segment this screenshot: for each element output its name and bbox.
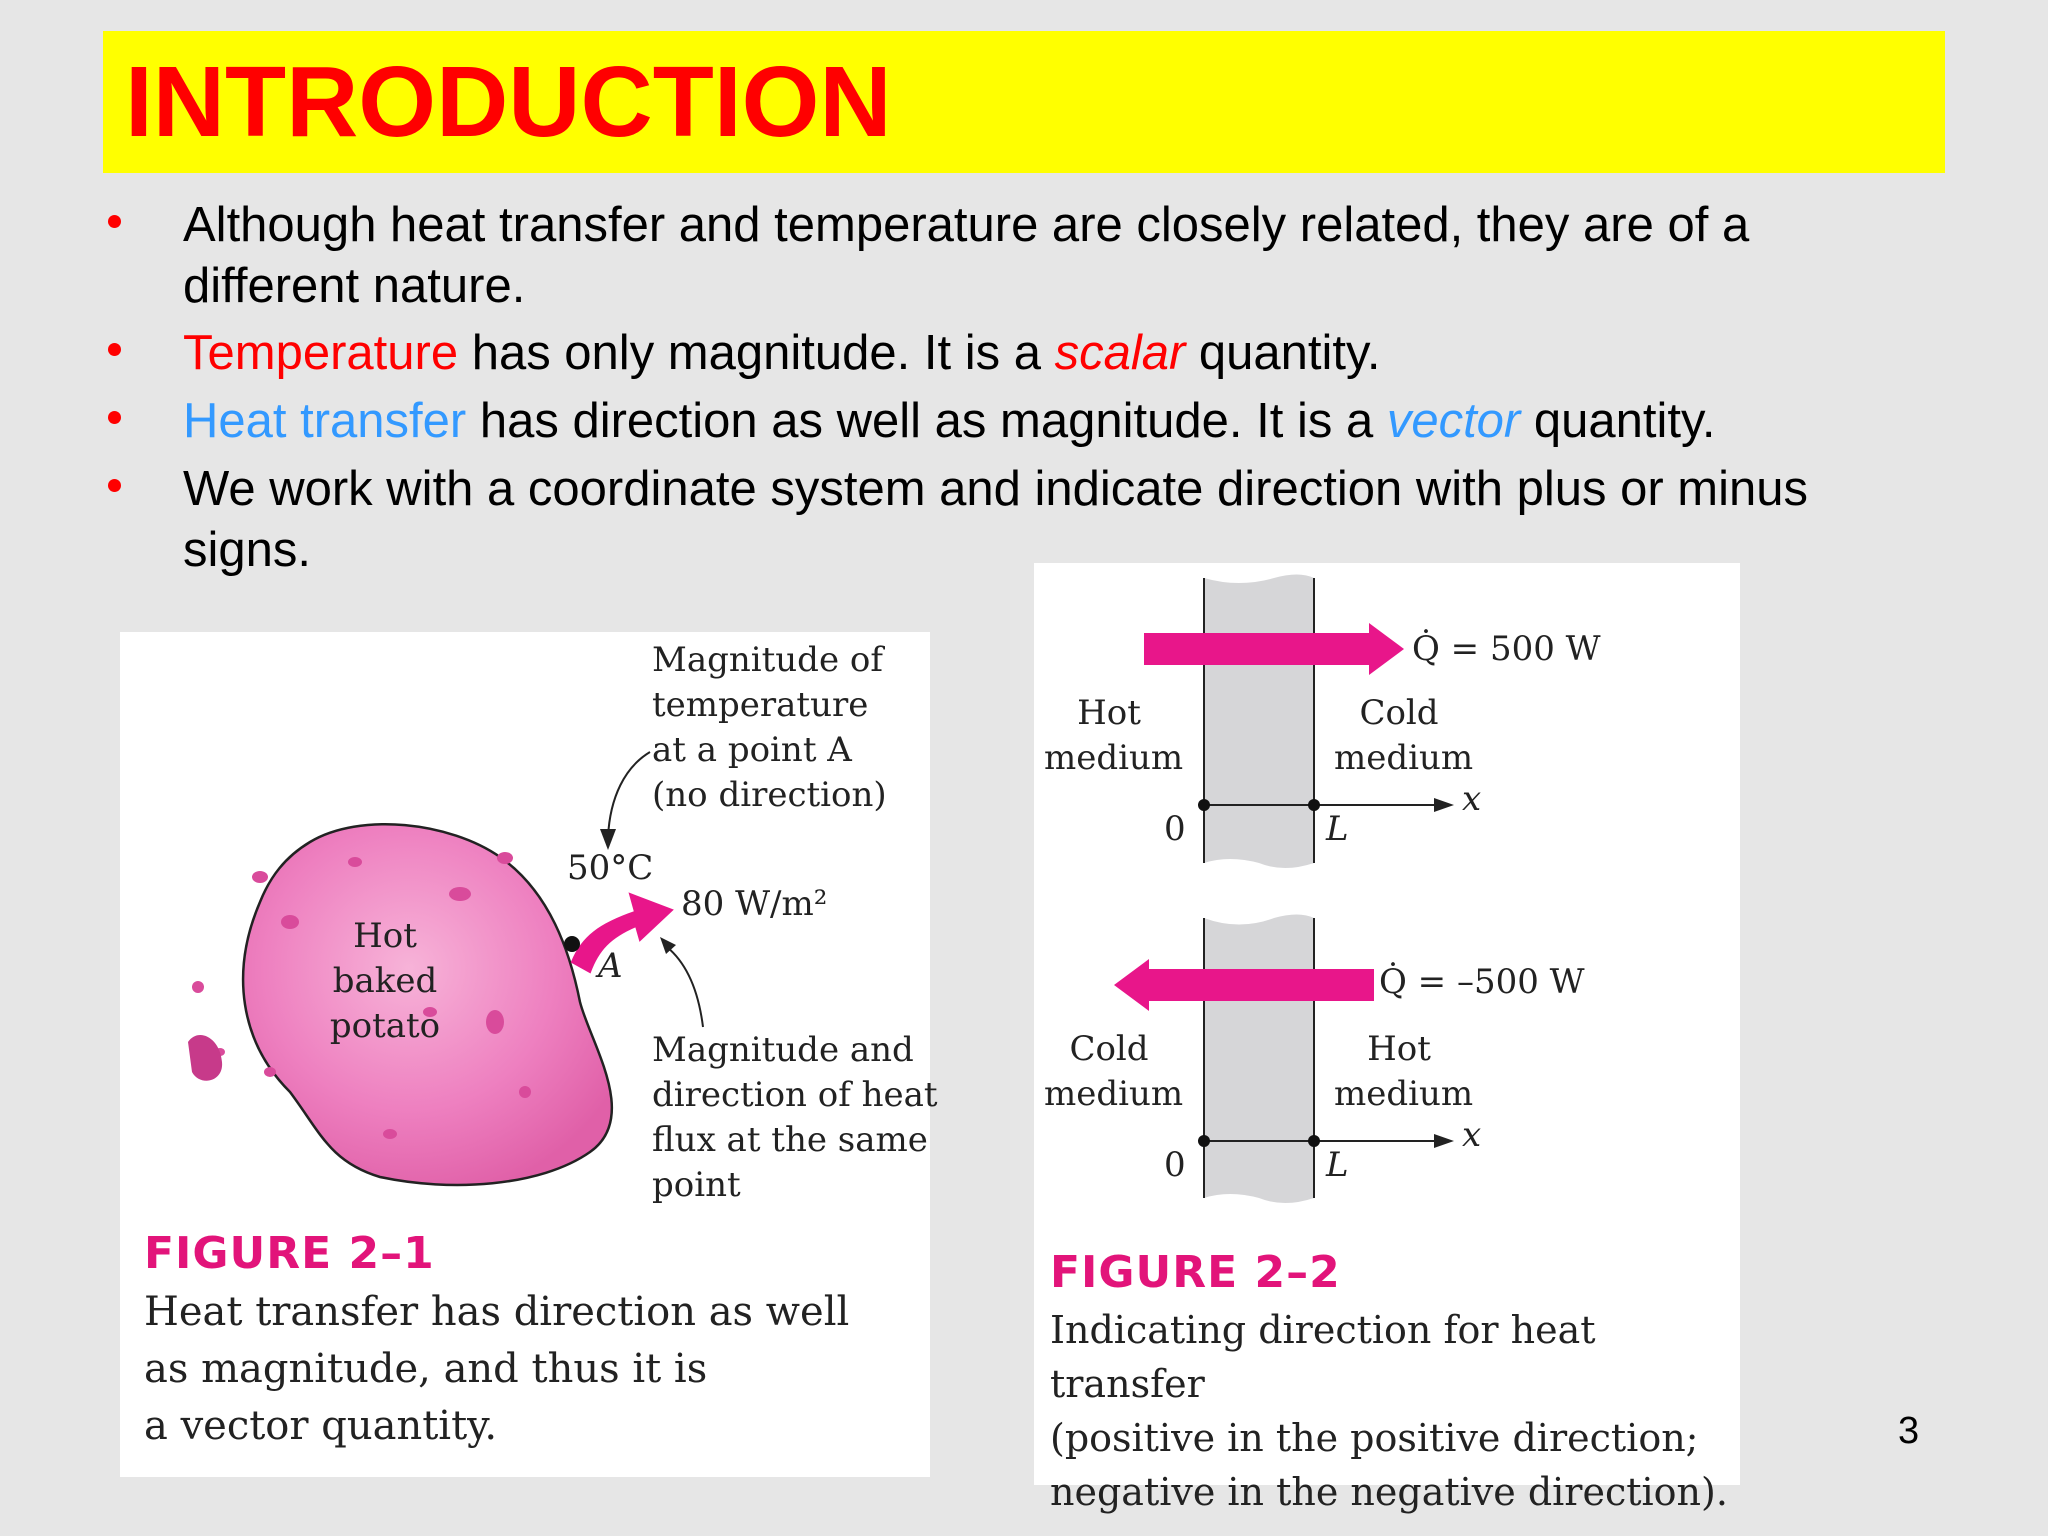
axis-origin-bottom: 0 bbox=[1164, 1145, 1186, 1185]
q-label-bottom: Q̇ = –500 W bbox=[1379, 962, 1585, 1002]
page-title: INTRODUCTION bbox=[125, 46, 892, 158]
heat-flux-arrow bbox=[570, 892, 674, 974]
heat-arrow-bottom-shaft bbox=[1149, 969, 1374, 1001]
temp-callout-arrow bbox=[607, 751, 651, 838]
axis-end-top: L bbox=[1326, 809, 1349, 849]
figure-2-2-caption-text: Indicating direction for heat transfer (… bbox=[1050, 1308, 1728, 1514]
bullet-end: quantity. bbox=[1185, 326, 1381, 380]
bullet-line: signs. bbox=[183, 523, 312, 577]
heat-flux-value: 80 W/m² bbox=[681, 884, 828, 924]
figure-2-1: Hot baked potato Magnitude of temperatur… bbox=[120, 632, 938, 1477]
temp-callout-text: Magnitude of temperature at a point A (n… bbox=[652, 640, 887, 815]
wall-bottom bbox=[1204, 914, 1314, 1203]
point-a bbox=[564, 936, 580, 952]
bullet-middle: has direction as well as magnitude. It i… bbox=[466, 394, 1387, 448]
axis-var-bottom: x bbox=[1462, 1115, 1482, 1155]
q-label-top: Q̇ = 500 W bbox=[1412, 629, 1601, 669]
temperature-value: 50°C bbox=[567, 848, 654, 888]
figure-2-2-caption-title: FIGURE 2–2 bbox=[1050, 1247, 1341, 1298]
title-bar: INTRODUCTION bbox=[103, 31, 1945, 173]
bullet-dot-icon bbox=[108, 215, 121, 228]
emph-vector: vector bbox=[1386, 394, 1521, 448]
potato-bruise bbox=[188, 1034, 223, 1081]
bullet-line: Although heat transfer and temperature a… bbox=[183, 198, 1750, 252]
bullet-text: Temperature has only magnitude. It is a … bbox=[183, 323, 1903, 384]
bullet-middle: has only magnitude. It is a bbox=[458, 326, 1055, 380]
bullet-text: Heat transfer has direction as well as m… bbox=[183, 391, 1903, 452]
bullet-dot-icon bbox=[108, 411, 121, 424]
axis-var-top: x bbox=[1462, 779, 1482, 819]
bullet-text: We work with a coordinate system and ind… bbox=[183, 459, 1903, 581]
figure-2-1-caption-title: FIGURE 2–1 bbox=[144, 1228, 435, 1279]
wall-top bbox=[1204, 574, 1314, 868]
bullet-line: We work with a coordinate system and ind… bbox=[183, 462, 1808, 516]
bullet-dot-icon bbox=[108, 343, 121, 356]
potato-shape bbox=[241, 822, 613, 1187]
emph-scalar: scalar bbox=[1054, 326, 1186, 380]
axis-end-bottom: L bbox=[1326, 1145, 1349, 1185]
term-temperature: Temperature bbox=[183, 326, 459, 380]
figure-2-1-caption-text: Heat transfer has direction as well as m… bbox=[144, 1289, 850, 1449]
flux-callout-text: Magnitude and direction of heat flux at … bbox=[652, 1030, 938, 1205]
potato-label: Hot baked potato bbox=[329, 916, 441, 1046]
bullet-line: different nature. bbox=[183, 259, 526, 313]
heat-arrow-top-shaft bbox=[1144, 633, 1369, 665]
wall-diagram bbox=[1114, 574, 1454, 1203]
point-a-label: A bbox=[598, 946, 623, 986]
term-heat-transfer: Heat transfer bbox=[183, 394, 467, 448]
heat-arrow-top-head bbox=[1369, 623, 1404, 675]
axis-origin-top: 0 bbox=[1164, 809, 1186, 849]
bullet-end: quantity. bbox=[1520, 394, 1716, 448]
potato-illustration bbox=[188, 751, 704, 1187]
heat-arrow-bottom-head bbox=[1114, 959, 1149, 1011]
flux-callout-arrow bbox=[666, 946, 704, 1028]
bullet-text: Although heat transfer and temperature a… bbox=[183, 195, 1903, 317]
page-number: 3 bbox=[1898, 1410, 1920, 1452]
bullet-dot-icon bbox=[108, 479, 121, 492]
